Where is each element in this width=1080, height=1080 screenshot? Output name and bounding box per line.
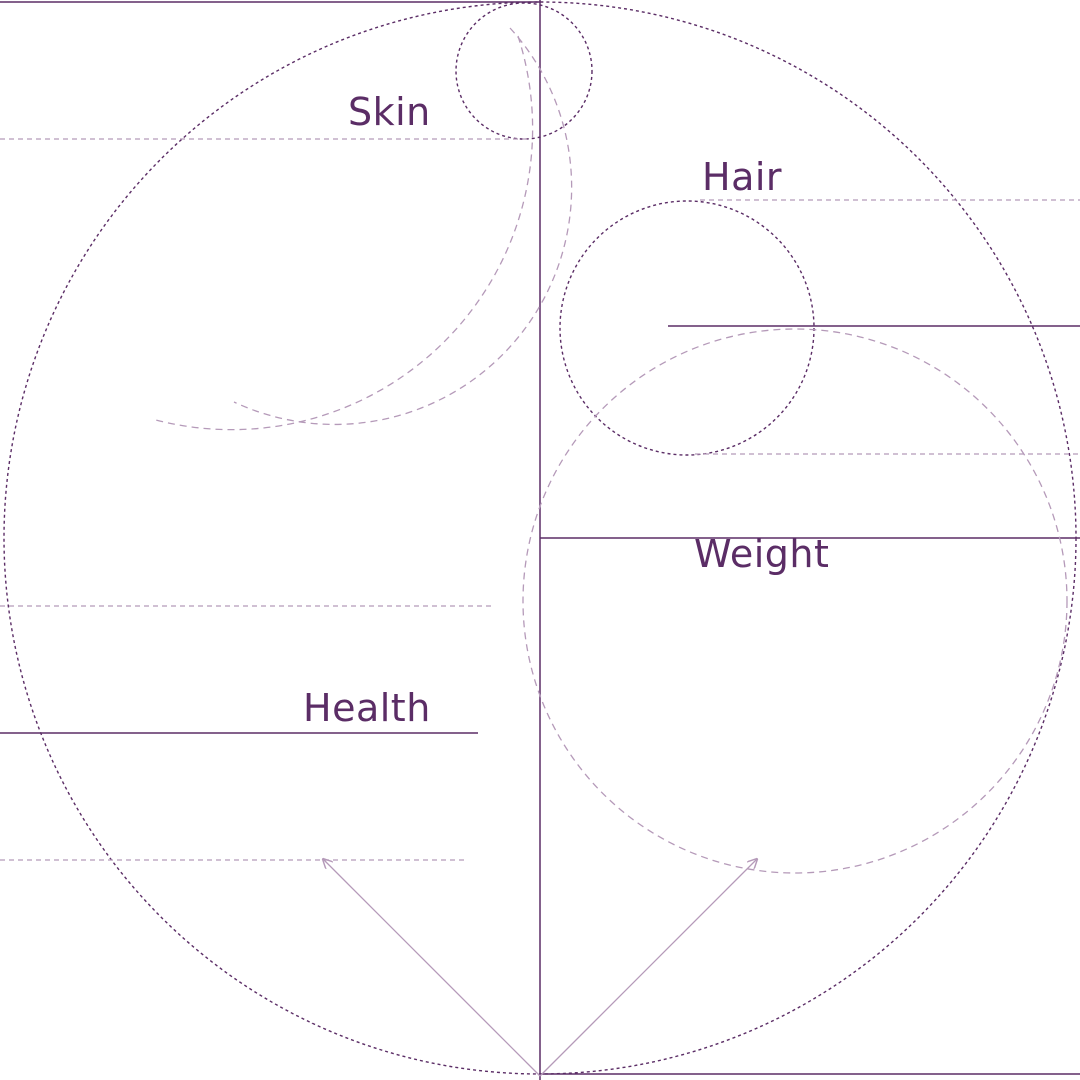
light-dashed-lines [0,138,1080,861]
labels: Skin Hair Weight Health [303,90,829,730]
arrow-right [539,859,757,1077]
label-weight: Weight [694,532,829,576]
label-skin: Skin [348,90,431,134]
smile-arc-inner [233,27,573,426]
hair-circle [559,200,815,456]
main-circle [3,1,1077,1075]
label-health: Health [303,686,431,730]
weight-circle [522,328,1068,874]
dotted-circles [3,1,1077,1075]
skin-circle [455,2,593,140]
light-dashed-arcs [155,27,1068,874]
smile-arc-outer [155,35,534,431]
arrow-left [323,859,541,1077]
arrows [323,859,757,1077]
label-hair: Hair [702,155,782,199]
